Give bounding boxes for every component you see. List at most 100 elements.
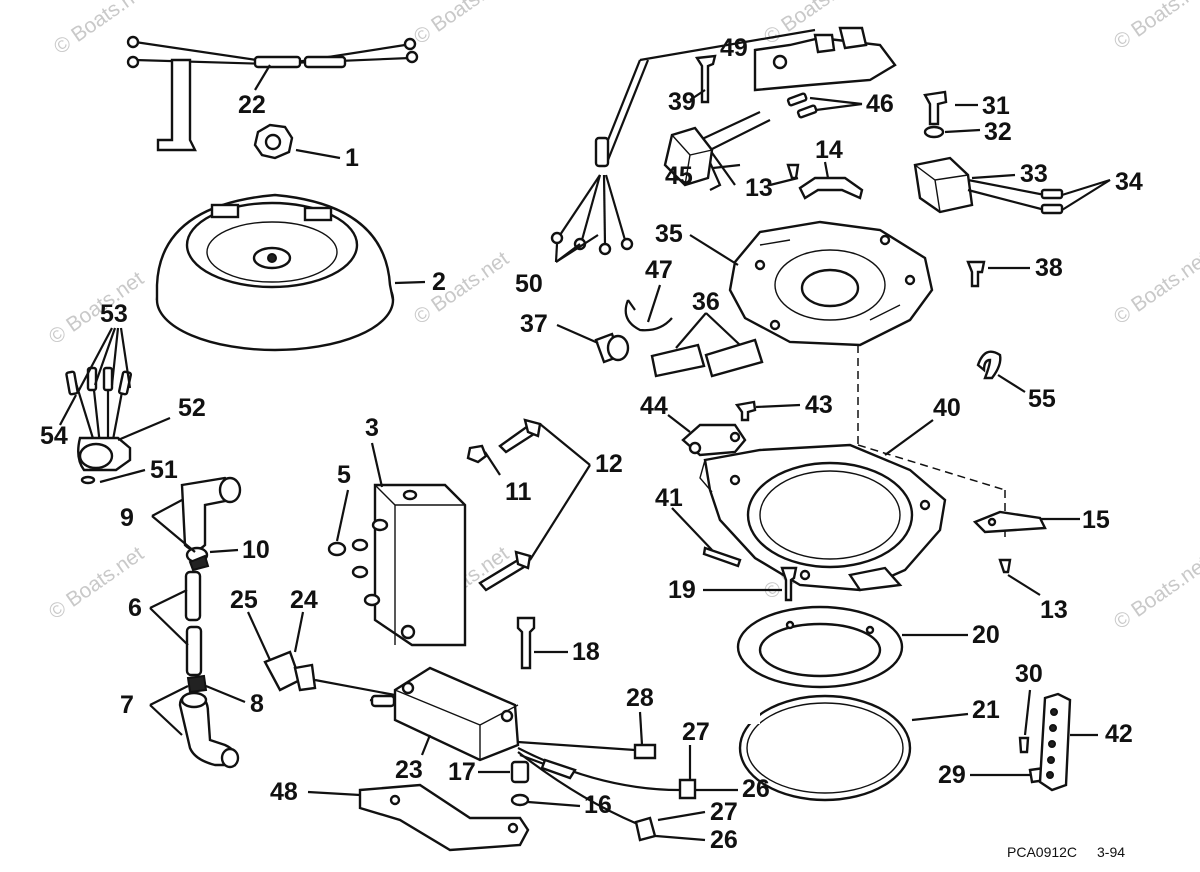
- part-28-ground-lead: [517, 740, 657, 760]
- callout-5: 5: [337, 461, 351, 489]
- callout-34: 34: [1115, 168, 1143, 196]
- callout-12: 12: [595, 450, 623, 478]
- part-23-ignition-coil: [369, 666, 520, 762]
- callout-31: 31: [982, 92, 1010, 120]
- diagram-code: PCA0912C: [1007, 844, 1077, 860]
- callout-8: 8: [250, 690, 264, 718]
- watermark: © Boats.net: [50, 0, 153, 59]
- part-7-hose-elbow: [178, 674, 240, 769]
- part-31-screw: [923, 90, 948, 126]
- callout-42: 42: [1105, 720, 1133, 748]
- part-40-armature-plate: [699, 443, 947, 592]
- callout-46: 46: [866, 90, 894, 118]
- callout-1: 1: [345, 144, 359, 172]
- part-17-spacer: [510, 760, 530, 784]
- callout-14: 14: [815, 136, 843, 164]
- callout-27-lower: 27: [710, 798, 738, 826]
- part-41-screw: [702, 546, 742, 568]
- part-15-cover-plate: [972, 510, 1047, 534]
- callout-49: 49: [720, 34, 748, 62]
- part-2-flywheel: [155, 193, 395, 352]
- callout-21: 21: [972, 696, 1000, 724]
- callout-22: 22: [238, 91, 266, 119]
- callout-33: 33: [1020, 160, 1048, 188]
- callout-26-lower: 26: [710, 826, 738, 854]
- part-1-flywheel-nut: [253, 123, 294, 160]
- callout-29: 29: [938, 761, 966, 789]
- callout-43: 43: [805, 391, 833, 419]
- part-21-split-ring: [738, 694, 912, 802]
- part-drawings: [65, 26, 1072, 852]
- part-30-screw: [1018, 736, 1030, 754]
- callout-52: 52: [178, 394, 206, 422]
- watermark: © Boats.net: [1110, 0, 1200, 54]
- part-24-spark-plug-boot: [263, 650, 396, 697]
- callout-39: 39: [668, 88, 696, 116]
- part-18-bolt: [516, 616, 536, 670]
- part-35-stator-base: [728, 220, 934, 347]
- callout-32: 32: [984, 118, 1012, 146]
- part-50-wire-leads: [550, 136, 634, 256]
- callout-23: 23: [395, 756, 423, 784]
- watermark: © Boats.net: [410, 0, 513, 49]
- part-36-sleeves: [650, 338, 764, 378]
- callout-10: 10: [242, 536, 270, 564]
- callout-27-upper: 27: [682, 718, 710, 746]
- callout-18: 18: [572, 638, 600, 666]
- part-52-terminal-block: [65, 366, 133, 485]
- watermark: © Boats.net: [1110, 247, 1200, 329]
- part-39-screw: [694, 54, 717, 104]
- leader-lines: [59, 64, 1111, 842]
- part-43-screw: [734, 400, 757, 422]
- callout-17: 17: [448, 758, 476, 786]
- callout-47: 47: [645, 256, 673, 284]
- part-6-hoses: [184, 570, 203, 677]
- callout-30: 30: [1015, 660, 1043, 688]
- part-14-retaining-strap: [798, 176, 864, 200]
- callout-45: 45: [665, 162, 693, 190]
- part-3-power-pack: [351, 483, 467, 647]
- part-19-screw: [780, 566, 798, 602]
- callout-48: 48: [270, 778, 298, 806]
- watermark: © Boats.net: [45, 267, 148, 349]
- part-11-nut: [466, 444, 488, 464]
- callout-labels: 1 2 3 5 6 7 8 9 10 11 12 13 13 14 15 16 …: [40, 34, 1143, 854]
- callout-38: 38: [1035, 254, 1063, 282]
- callout-36: 36: [692, 288, 720, 316]
- callout-24: 24: [290, 586, 318, 614]
- callout-26-upper: 26: [742, 775, 770, 803]
- part-32-washer: [923, 125, 945, 139]
- part-45-sensor-coil: [663, 126, 714, 187]
- callout-28: 28: [626, 684, 654, 712]
- callout-37: 37: [520, 310, 548, 338]
- part-22-ground-harness: [126, 35, 419, 152]
- callout-53: 53: [100, 300, 128, 328]
- callout-2: 2: [432, 268, 446, 296]
- callout-41: 41: [655, 484, 683, 512]
- watermark: © Boats.net: [410, 247, 513, 329]
- callout-16: 16: [584, 791, 612, 819]
- callout-44: 44: [640, 392, 668, 420]
- part-55-cable-clamp: [976, 350, 1002, 380]
- callout-55: 55: [1028, 385, 1056, 413]
- diagram-date: 3-94: [1097, 844, 1125, 860]
- callout-9: 9: [120, 504, 134, 532]
- part-44-lead-bracket: [681, 423, 747, 457]
- part-13-screw: [786, 163, 800, 180]
- part-9-hose-elbow: [180, 476, 242, 572]
- part-38-screw: [966, 260, 986, 288]
- part-5-washer: [327, 541, 347, 557]
- callout-54: 54: [40, 422, 68, 450]
- callout-11: 11: [505, 478, 532, 506]
- callout-50: 50: [515, 270, 543, 298]
- callout-15: 15: [1082, 506, 1110, 534]
- part-48-mounting-bracket: [358, 783, 530, 852]
- part-12-screws: [478, 418, 542, 592]
- callout-35: 35: [655, 220, 683, 248]
- callout-13-lower: 13: [1040, 596, 1068, 624]
- part-42-terminal-strip: [1038, 692, 1072, 792]
- part-26-27-wire-leads: [517, 747, 697, 842]
- part-20-retainer-plate: [736, 605, 904, 689]
- callout-13-upper: 13: [745, 174, 773, 202]
